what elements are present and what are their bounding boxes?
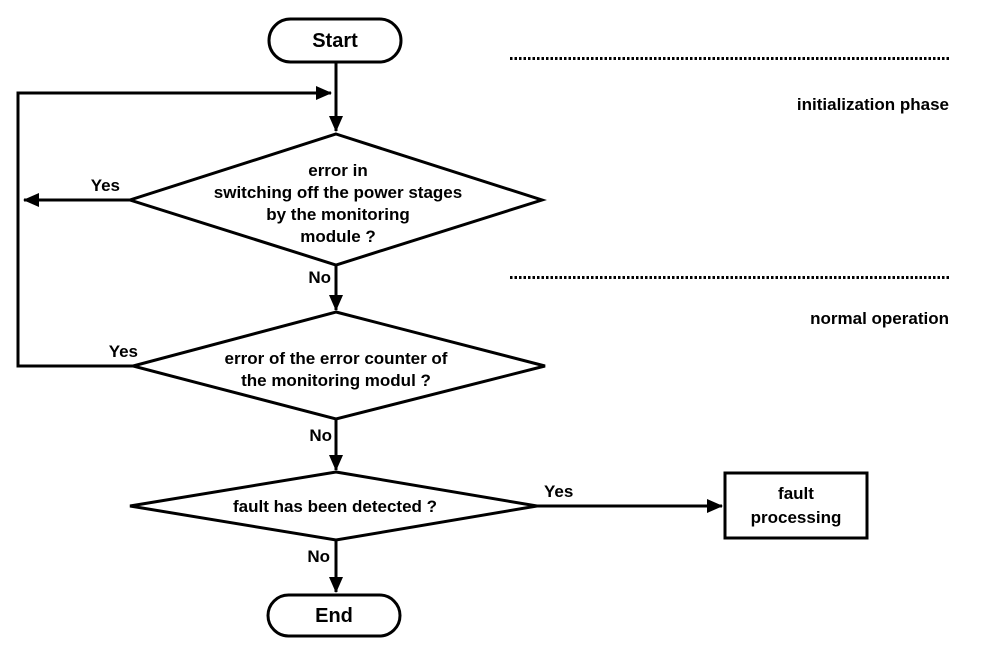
fault-processing-node: [723, 471, 869, 540]
decision1-diamond: [125, 132, 547, 267]
start-label: Start: [312, 30, 358, 52]
label-decision1-no: No: [308, 268, 331, 287]
end-node: [266, 593, 402, 638]
decision3-diamond: [129, 470, 538, 542]
label-decision2-no: No: [309, 426, 332, 445]
edge-feedback-loop: [16, 86, 332, 368]
phase-label-normal-operation: normal operation: [810, 309, 949, 328]
decision1-text-line1: error in: [308, 161, 368, 180]
label-decision2-yes: Yes: [109, 342, 138, 361]
decision2-text-line2: the monitoring modul ?: [241, 371, 431, 390]
decision1-text-line4: module ?: [300, 227, 376, 246]
decision2-diamond: [127, 310, 546, 421]
decision1-text-line3: by the monitoring: [266, 205, 410, 224]
decision1-text-line2: switching off the power stages: [214, 183, 462, 202]
decision2-text-line1: error of the error counter of: [225, 349, 448, 368]
fault-processing-text-line2: processing: [751, 508, 842, 527]
label-decision3-no: No: [307, 547, 330, 566]
label-decision1-yes: Yes: [91, 176, 120, 195]
fault-processing-text-line1: fault: [778, 484, 814, 503]
end-label: End: [315, 605, 353, 627]
phase-label-initialization: initialization phase: [797, 95, 949, 114]
decision3-text: fault has been detected ?: [233, 497, 437, 516]
start-node: [267, 17, 403, 64]
label-decision3-yes: Yes: [544, 482, 573, 501]
